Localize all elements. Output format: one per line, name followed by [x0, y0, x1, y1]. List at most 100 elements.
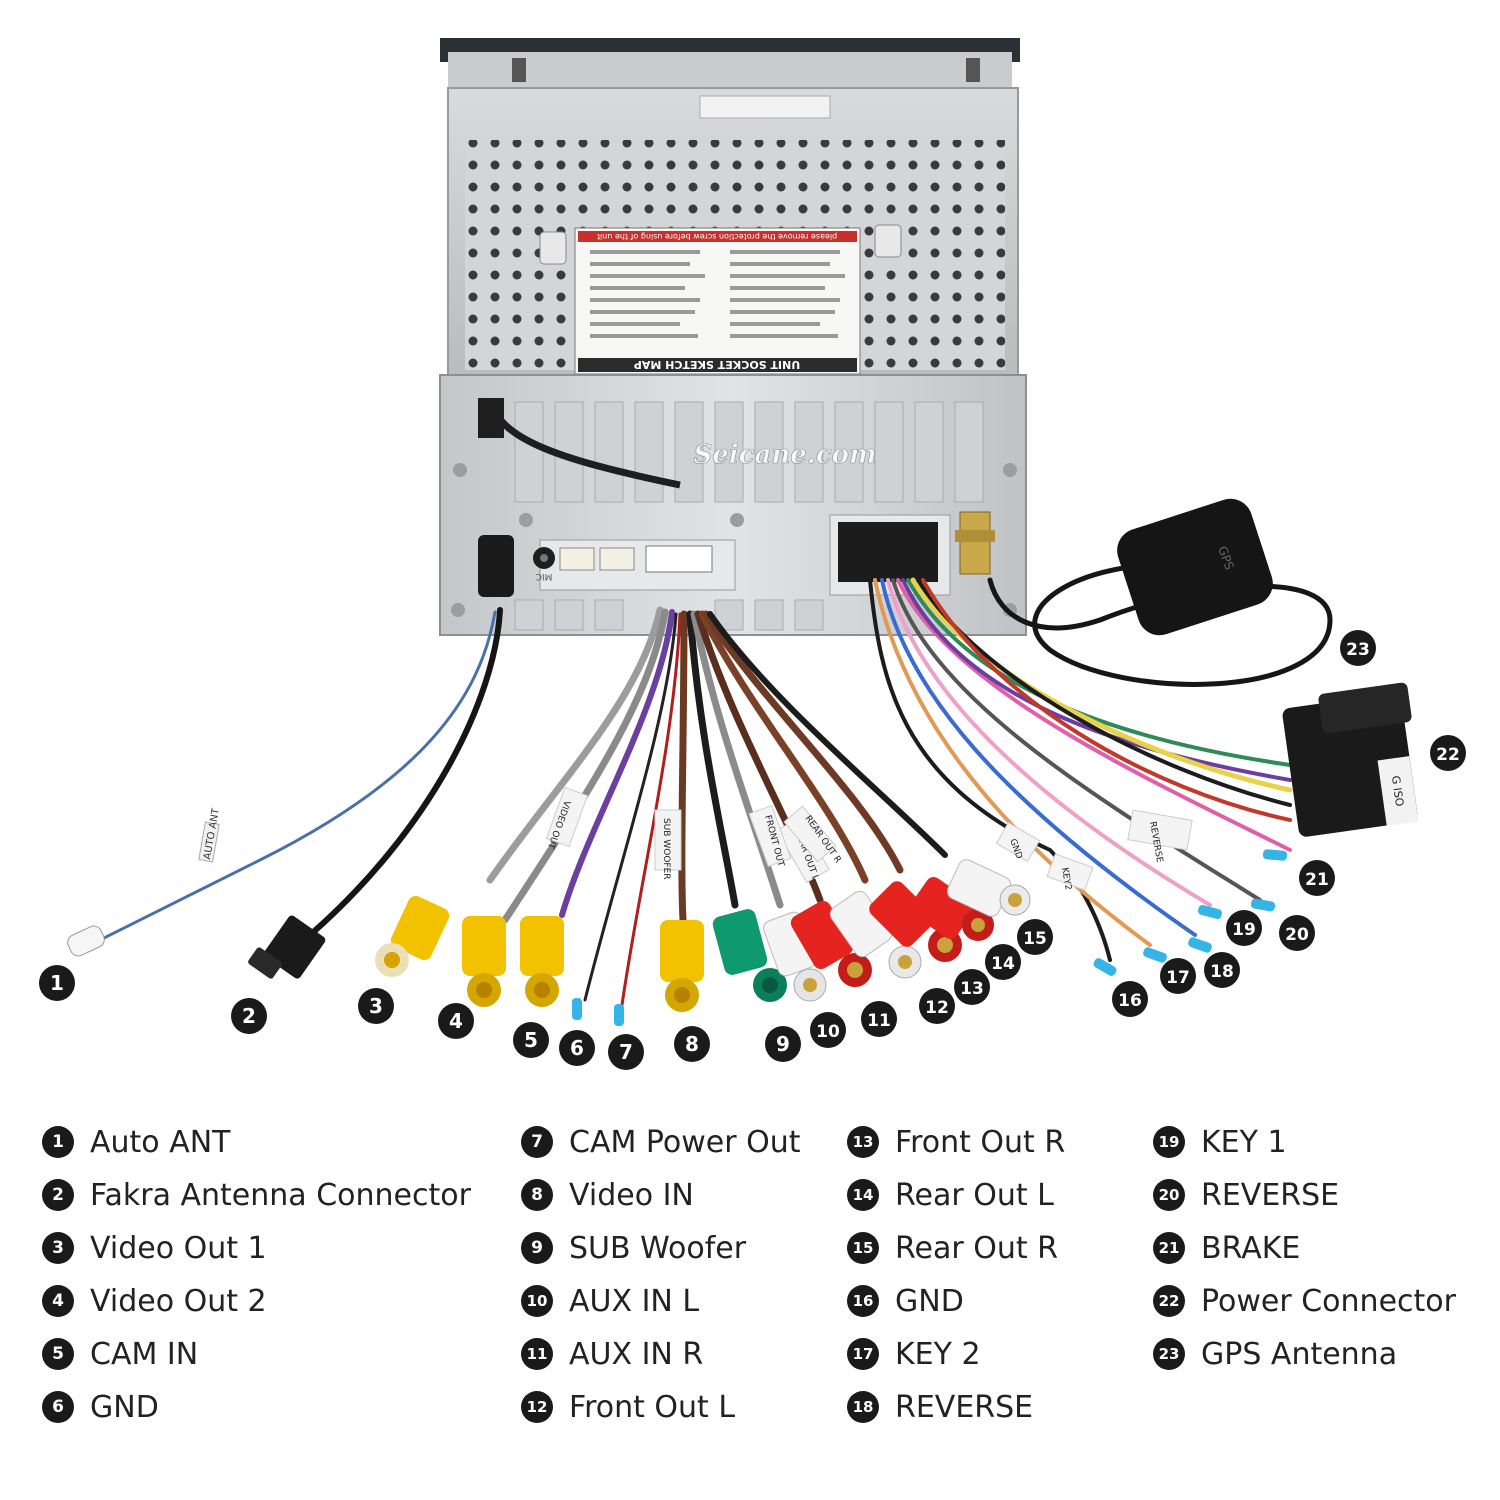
legend-number-badge: 10 — [521, 1285, 553, 1317]
legend-item: 14 Rear Out L — [847, 1175, 1054, 1215]
callout-number: 10 — [816, 1022, 840, 1042]
tag-iso: G ISO — [1389, 775, 1406, 808]
callout-badge — [513, 1022, 549, 1058]
callout-badge — [231, 998, 267, 1034]
callout-number: 22 — [1436, 745, 1460, 765]
legend-label: GND — [895, 1283, 964, 1319]
watermark: Seicane.com — [693, 440, 876, 470]
legend-number-badge: 14 — [847, 1179, 879, 1211]
legend-number-badge: 19 — [1153, 1126, 1185, 1158]
legend-label: Rear Out L — [895, 1177, 1054, 1213]
callout-badge — [1340, 630, 1376, 666]
legend-label: GND — [90, 1389, 159, 1425]
legend-item: 15 Rear Out R — [847, 1228, 1058, 1268]
callout-number: 11 — [867, 1011, 891, 1031]
callout-4: 4 — [438, 1003, 474, 1039]
callout-number: 5 — [524, 1028, 538, 1052]
legend-label: Rear Out R — [895, 1230, 1058, 1266]
callout-21: 21 — [1299, 860, 1335, 896]
legend-label: SUB Woofer — [569, 1230, 747, 1266]
socket-sketch-map-sticker: please remove the protection screw befor… — [574, 227, 861, 375]
callout-badge — [1430, 735, 1466, 771]
legend-number-badge: 23 — [1153, 1338, 1185, 1370]
legend-number-badge: 16 — [847, 1285, 879, 1317]
legend-label: Auto ANT — [90, 1124, 231, 1160]
callout-badge — [1226, 910, 1262, 946]
callout-badge — [810, 1012, 846, 1048]
legend-label: KEY 1 — [1201, 1124, 1287, 1160]
callout-number: 17 — [1166, 968, 1190, 988]
callout-number: 12 — [925, 998, 949, 1018]
legend-label: Video Out 2 — [90, 1283, 267, 1319]
connectors: AUTO ANT — [67, 498, 1419, 1026]
callout-number: 2 — [242, 1004, 256, 1028]
callout-badge — [559, 1030, 595, 1066]
callout-number: 23 — [1346, 640, 1370, 660]
callout-number: 15 — [1023, 929, 1047, 949]
rca-rear-out-r — [946, 859, 1031, 917]
callout-badge — [1279, 915, 1315, 951]
callout-number: 18 — [1210, 962, 1234, 982]
legend-label: BRAKE — [1201, 1230, 1301, 1266]
callout-22: 22 — [1430, 735, 1466, 771]
legend-number-badge: 22 — [1153, 1285, 1185, 1317]
callout-number: 19 — [1232, 920, 1256, 940]
callout-number: 16 — [1118, 991, 1142, 1011]
legend-label: Video Out 1 — [90, 1230, 267, 1266]
callout-16: 16 — [1112, 981, 1148, 1017]
legend-number-badge: 11 — [521, 1338, 553, 1370]
legend-number-badge: 8 — [521, 1179, 553, 1211]
callout-8: 8 — [674, 1026, 710, 1062]
tag-sub-woofer: SUB WOOFER — [661, 818, 671, 880]
legend-number-badge: 1 — [42, 1126, 74, 1158]
legend-label: Power Connector — [1201, 1283, 1456, 1319]
legend-item: 21 BRAKE — [1153, 1228, 1300, 1268]
head-unit: please remove the protection screw befor… — [439, 38, 1027, 636]
callout-5: 5 — [513, 1022, 549, 1058]
callout-number: 8 — [685, 1032, 699, 1056]
legend-label: CAM IN — [90, 1336, 199, 1372]
legend-label: REVERSE — [895, 1389, 1034, 1425]
legend-item: 22 Power Connector — [1153, 1281, 1456, 1321]
callout-number: 20 — [1285, 925, 1309, 945]
tag-key2: KEY2 — [1059, 867, 1073, 891]
legend-item: 16 GND — [847, 1281, 964, 1321]
legend-label: REVERSE — [1201, 1177, 1340, 1213]
callout-12: 12 — [919, 988, 955, 1024]
legend-number-badge: 20 — [1153, 1179, 1185, 1211]
legend-number-badge: 12 — [521, 1391, 553, 1423]
legend-label: AUX IN R — [569, 1336, 704, 1372]
sticker-notice: please remove the protection screw befor… — [597, 232, 837, 241]
callout-number: 1 — [50, 971, 64, 995]
callout-badge — [861, 1001, 897, 1037]
callout-number: 14 — [991, 954, 1015, 974]
rca-video-out-2 — [462, 916, 506, 1007]
legend-number-badge: 15 — [847, 1232, 879, 1264]
callout-badge — [1112, 981, 1148, 1017]
callout-2: 2 — [231, 998, 267, 1034]
legend-label: KEY 2 — [895, 1336, 981, 1372]
callout-badge — [608, 1034, 644, 1070]
callout-badge — [1017, 919, 1053, 955]
callout-badge — [1160, 958, 1196, 994]
legend-number-badge: 21 — [1153, 1232, 1185, 1264]
callout-17: 17 — [1160, 958, 1196, 994]
rca-video-out-1 — [375, 895, 450, 977]
legend-number-badge: 5 — [42, 1338, 74, 1370]
mic-label: MIC — [536, 571, 553, 581]
callout-number: 4 — [449, 1009, 463, 1033]
legend-item: 11 AUX IN R — [521, 1334, 703, 1374]
legend-label: AUX IN L — [569, 1283, 700, 1319]
legend-number-badge: 4 — [42, 1285, 74, 1317]
callout-20: 20 — [1279, 915, 1315, 951]
legend-item: 5 CAM IN — [42, 1334, 198, 1374]
callout-badge — [765, 1026, 801, 1062]
legend-number-badge: 17 — [847, 1338, 879, 1370]
legend-number-badge: 18 — [847, 1391, 879, 1423]
rca-cam-in — [520, 916, 564, 1007]
